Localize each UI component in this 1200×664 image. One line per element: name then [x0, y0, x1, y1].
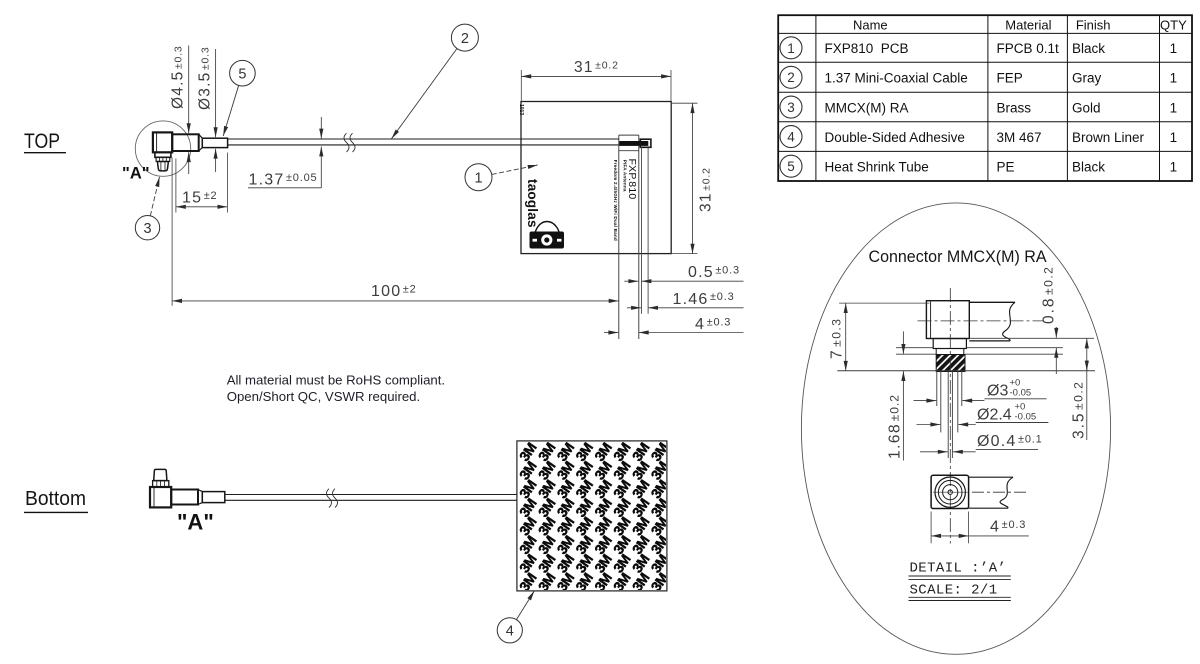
svg-text:1: 1 — [1170, 41, 1178, 56]
svg-text:-0.05: -0.05 — [1010, 388, 1032, 399]
svg-text:PIFA Antenna: PIFA Antenna — [623, 160, 628, 192]
svg-text:1013: 1013 — [518, 104, 524, 115]
svg-text:Ø4.5±0.3: Ø4.5±0.3 — [170, 46, 187, 109]
svg-text:Gray: Gray — [1072, 71, 1102, 86]
svg-text:Gold: Gold — [1072, 100, 1101, 115]
svg-text:1: 1 — [1170, 130, 1178, 145]
svg-text:"A": "A" — [177, 510, 214, 535]
svg-text:3.5±0.2: 3.5±0.2 — [1071, 381, 1088, 439]
svg-text:3: 3 — [787, 100, 795, 115]
svg-text:Connector MMCX(M) RA: Connector MMCX(M) RA — [869, 247, 1048, 266]
svg-text:PE: PE — [997, 159, 1015, 174]
svg-text:FXP.810: FXP.810 — [626, 159, 638, 200]
svg-text:FEP: FEP — [997, 71, 1023, 86]
svg-text:taoglas: taoglas — [525, 179, 540, 228]
svg-text:FXP810 PCB: FXP810 PCB — [825, 41, 909, 56]
svg-text:Finish: Finish — [1076, 17, 1111, 32]
svg-text:Ø3: Ø3 — [987, 383, 1008, 400]
svg-text:Brown Liner: Brown Liner — [1072, 130, 1145, 145]
svg-text:Brass: Brass — [997, 100, 1032, 115]
svg-text:+0: +0 — [1015, 402, 1026, 413]
svg-text:All material must be RoHS comp: All material must be RoHS compliant. — [227, 372, 445, 387]
svg-text:3M 467: 3M 467 — [997, 130, 1042, 145]
svg-text:Ø3.5±0.3: Ø3.5±0.3 — [197, 47, 214, 110]
svg-text:1: 1 — [1170, 159, 1178, 174]
svg-text:5: 5 — [238, 66, 246, 82]
svg-text:Material: Material — [1005, 17, 1051, 32]
svg-text:-0.05: -0.05 — [1015, 412, 1037, 423]
svg-text:2: 2 — [787, 70, 795, 85]
svg-text:1.68±0.2: 1.68±0.2 — [887, 394, 904, 459]
svg-text:Bottom: Bottom — [25, 487, 86, 510]
svg-text:"A": "A" — [122, 165, 150, 183]
svg-text:4: 4 — [787, 130, 795, 145]
svg-text:3: 3 — [143, 221, 151, 237]
svg-text:DETAIL :’A’: DETAIL :’A’ — [910, 561, 1007, 577]
svg-text:Name: Name — [853, 17, 888, 32]
svg-text:Black: Black — [1072, 41, 1105, 56]
svg-text:5: 5 — [787, 159, 795, 174]
svg-text:1: 1 — [1170, 71, 1178, 86]
svg-text:+0: +0 — [1010, 378, 1021, 389]
svg-text:1: 1 — [474, 170, 482, 186]
svg-text:FPCB 0.1t: FPCB 0.1t — [997, 41, 1060, 56]
svg-text:4: 4 — [506, 624, 514, 640]
svg-text:1: 1 — [787, 41, 795, 56]
svg-text:Double-Sided Adhesive: Double-Sided Adhesive — [825, 130, 965, 145]
svg-text:Black: Black — [1072, 159, 1105, 174]
svg-text:2: 2 — [461, 31, 469, 47]
svg-text:MMCX(M) RA: MMCX(M) RA — [825, 100, 909, 115]
svg-text:TOP: TOP — [24, 130, 60, 153]
svg-text:3M: 3M — [647, 440, 671, 464]
svg-text:Freedom 2.4/5GHz WiFi Dual Ban: Freedom 2.4/5GHz WiFi Dual Band — [613, 160, 618, 241]
svg-text:1.37 Mini-Coaxial Cable: 1.37 Mini-Coaxial Cable — [825, 71, 968, 86]
svg-text:7±0.3: 7±0.3 — [829, 318, 846, 359]
svg-text:QTY: QTY — [1160, 17, 1187, 32]
svg-text:Open/Short QC, VSWR required.: Open/Short QC, VSWR required. — [227, 389, 421, 404]
svg-text:Heat Shrink Tube: Heat Shrink Tube — [825, 159, 929, 174]
svg-text:SCALE: 2/1: SCALE: 2/1 — [910, 583, 998, 599]
svg-text:Ø2.4: Ø2.4 — [977, 407, 1012, 424]
svg-text:0.8±0.2: 0.8±0.2 — [1041, 266, 1058, 324]
svg-text:31±0.2: 31±0.2 — [698, 167, 715, 212]
svg-text:1: 1 — [1170, 100, 1178, 115]
